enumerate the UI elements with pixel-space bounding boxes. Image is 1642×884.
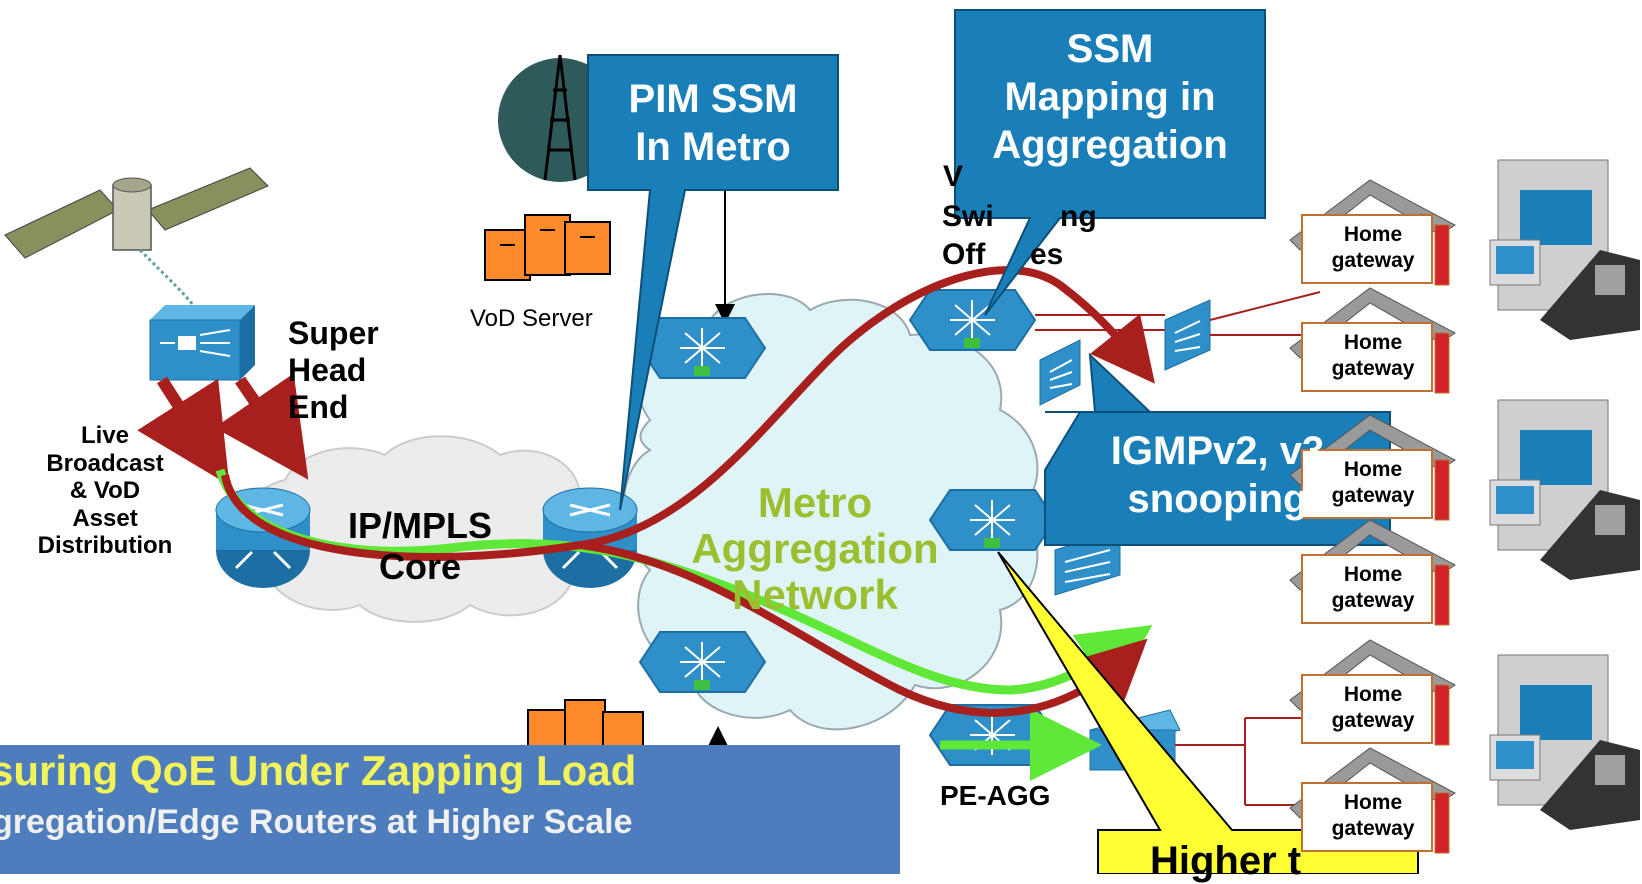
super-head-end-line: End: [288, 388, 349, 425]
home-gateway-line: gateway: [1331, 484, 1415, 508]
vod-server-label: VoD Server: [470, 305, 593, 332]
ip-phone-icon: [1540, 490, 1640, 580]
multilayer-switch-icon: [928, 489, 1057, 551]
igmp-line: snooping: [1127, 477, 1308, 521]
home-gateway-line: gateway: [1331, 589, 1415, 613]
satellite-icon: [4, 167, 269, 321]
home-gateway-line: Home: [1343, 683, 1403, 706]
bottom-banner: suring QoE Under Zapping Load gregation/…: [0, 745, 900, 874]
switching-offices-label: V: [943, 160, 964, 193]
metro-line: Network: [732, 571, 898, 619]
pc-icon: [1489, 654, 1609, 806]
home-gateway-line: gateway: [1331, 709, 1415, 733]
live-broadcast-line: Live: [80, 422, 130, 449]
home-gateway-label: Home gateway: [1318, 330, 1428, 383]
vod-server-icon: [527, 699, 644, 751]
vod-server-icon: [484, 214, 611, 281]
video-encoder-icon: [149, 305, 255, 381]
home-gateway-label: Home gateway: [1318, 562, 1428, 615]
multicast-stream-red: [221, 266, 1155, 561]
home-gateway-line: Home: [1343, 331, 1403, 354]
banner-subtitle: gregation/Edge Routers at Higher Scale: [0, 803, 633, 841]
banner-title: suring QoE Under Zapping Load: [0, 747, 637, 794]
super-head-end-line: Head: [288, 351, 367, 388]
home-gateway-icon: [1289, 747, 1456, 854]
home-gateway-label: Home gateway: [1318, 790, 1428, 843]
core-line: IP/MPLS: [347, 505, 493, 546]
ssm-mapping-callout: [954, 9, 1266, 316]
multilayer-switch-icon: [638, 317, 767, 379]
home-gateway-line: Home: [1343, 458, 1403, 481]
home-gateway-line: gateway: [1331, 817, 1415, 841]
pim-ssm-callout: [587, 54, 839, 511]
live-broadcast-line: & VoD: [69, 477, 141, 505]
multicast-stream-red: [579, 541, 1148, 717]
multilayer-switch-icon: [638, 631, 767, 693]
core-label: IP/MPLS Core: [330, 505, 510, 588]
home-gateway-line: Home: [1343, 223, 1403, 246]
home-gateway-icon: [1289, 639, 1456, 746]
multilayer-switch-icon: [908, 289, 1037, 351]
ssm-mapping-line: Aggregation: [992, 123, 1228, 167]
home-gateway-icon: [1289, 287, 1456, 394]
pim-ssm-line: PIM SSM: [628, 77, 798, 121]
home-gateway-label: Home gateway: [1318, 457, 1428, 510]
metro-line: Metro: [757, 479, 873, 526]
home-gateway-line: Home: [1343, 563, 1403, 586]
home-gateway-line: gateway: [1331, 357, 1415, 381]
live-broadcast-line: Broadcast: [46, 449, 164, 477]
home-gateway-icon: [1289, 179, 1456, 286]
switching-offices-label: es: [1030, 238, 1064, 271]
ssm-mapping-line: Mapping in: [1004, 75, 1216, 119]
ip-phone-icon: [1540, 250, 1640, 340]
pim-ssm-line: In Metro: [635, 125, 791, 169]
metro-line: Aggregation: [691, 525, 939, 573]
super-head-end-label: Super Head End: [288, 315, 379, 425]
switching-offices-label: ng: [1060, 200, 1097, 233]
home-gateway-icon: [1289, 519, 1456, 626]
metro-cloud: [622, 293, 1039, 731]
ip-phone-icon: [1540, 740, 1640, 830]
ssm-mapping-line: SSM: [1066, 27, 1154, 71]
switching-offices-label: Swi: [942, 200, 994, 233]
igmp-text: IGMPv2, v3 snooping: [1045, 427, 1390, 523]
higher-scale-text: Higher t: [1150, 839, 1302, 883]
pe-agg-label: PE-AGG: [940, 780, 1051, 811]
switching-offices-label: Off: [942, 238, 986, 271]
home-gateway-line: gateway: [1331, 249, 1415, 273]
home-gateway-line: Home: [1343, 791, 1403, 814]
live-broadcast-label: Live Broadcast & VoD Asset Distribution: [10, 422, 200, 560]
core-line: Core: [378, 546, 462, 588]
home-gateway-label: Home gateway: [1318, 222, 1428, 275]
pim-ssm-text: PIM SSM In Metro: [588, 75, 838, 171]
live-broadcast-line: Asset: [72, 504, 138, 532]
home-gateway-label: Home gateway: [1318, 682, 1428, 735]
home-gateway-icon: [1289, 414, 1456, 521]
dslam-icon: [1164, 299, 1211, 371]
ssm-mapping-text: SSM Mapping in Aggregation: [955, 25, 1265, 169]
super-head-end-line: Super: [288, 315, 379, 351]
metro-label: Metro Aggregation Network: [650, 479, 980, 619]
live-broadcast-line: Distribution: [37, 532, 173, 560]
igmp-line: IGMPv2, v3: [1110, 429, 1325, 473]
dslam-icon: [1039, 339, 1081, 406]
